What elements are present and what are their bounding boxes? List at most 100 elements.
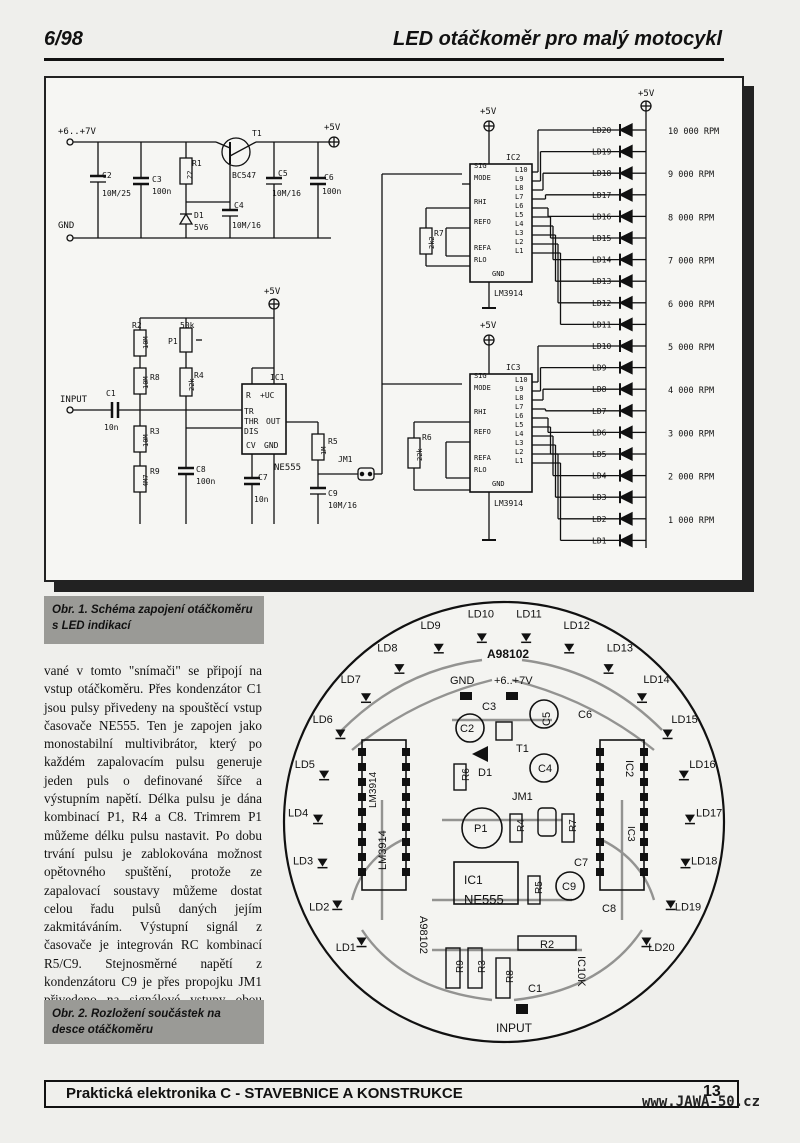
plus5v-label-leds: +5V: [638, 89, 655, 99]
c5-value: 10M/16: [272, 189, 301, 198]
pcb-c1: C1: [528, 983, 542, 995]
led-symbol: [618, 511, 633, 526]
ic3-right-pin: L2: [515, 448, 523, 456]
r2-value: 10M: [142, 336, 150, 349]
ic1-ref: IC1: [270, 373, 285, 382]
r7-ref: R7: [434, 229, 444, 238]
led-label: LD16: [592, 212, 611, 221]
ic3-right-pin: L1: [515, 457, 523, 465]
led-label: LD5: [592, 450, 607, 459]
ic1-pin-out: OUT: [266, 417, 281, 426]
footer-page-number: 13: [703, 1083, 721, 1100]
pcb-led-label: LD11: [516, 608, 541, 620]
ic2-right-pin: L5: [515, 211, 523, 219]
pcb-gnd-label: GND: [450, 675, 475, 687]
figure-2-caption: Obr. 2. Rozložení součástek na desce otá…: [44, 1000, 264, 1044]
pcb-led-symbol: [433, 643, 444, 652]
t1-ref: T1: [252, 129, 262, 138]
pcb-supply-label: +6..+7V: [494, 675, 533, 687]
ic-pad: [402, 763, 410, 771]
plus5v-label-ic2: +5V: [480, 107, 497, 117]
pcb-t1: T1: [516, 743, 529, 755]
pcb-led-symbol: [361, 693, 372, 702]
r7-value: 2k2: [428, 236, 436, 249]
ic-pad: [402, 748, 410, 756]
ic3-left-pin: REFO: [474, 428, 491, 436]
c6-ref: C6: [324, 173, 334, 182]
ic2-right-pin: L10: [515, 166, 528, 174]
pcb-led-label: LD5: [295, 759, 315, 771]
pcb-ne555: NE555: [464, 892, 504, 907]
led-label: LD6: [592, 428, 607, 437]
pcb-led-symbol: [319, 770, 330, 779]
schematic-diagram: +6..+7V +5V GND C2 10M/25 C3 100n R1 22 …: [58, 89, 719, 548]
led-label: LD15: [592, 234, 611, 243]
pcb-led-symbol: [564, 643, 575, 652]
ic3-section: +5V IC3 LM3914 R6 22k: [407, 321, 533, 541]
pcb-led-label: LD16: [689, 759, 715, 771]
led-symbol: [618, 490, 633, 505]
pcb-led-symbol: [603, 664, 614, 673]
supply-section: +6..+7V +5V GND C2 10M/25 C3 100n R1 22 …: [58, 123, 341, 242]
pcb-led-label: LD17: [696, 807, 722, 819]
pcb-c2: C2: [460, 723, 474, 735]
pcb-led-label: LD7: [341, 674, 361, 686]
ic1-pin-cv: CV: [246, 441, 256, 450]
rpm-label: 8 000 RPM: [668, 213, 714, 223]
pcb-c5: C5: [541, 712, 553, 726]
ic1-pin-dis: DIS: [244, 427, 259, 436]
ic-pad: [596, 838, 604, 846]
led-label: LD9: [592, 364, 607, 373]
rpm-label: 5 000 RPM: [668, 343, 714, 353]
c2-ref: C2: [102, 171, 112, 180]
led-symbol: [618, 295, 633, 310]
input-label: INPUT: [60, 395, 88, 405]
schematic-figure: +6..+7V +5V GND C2 10M/25 C3 100n R1 22 …: [44, 76, 754, 592]
pcb-led-symbol: [665, 900, 676, 909]
ic3-left-pin: RHI: [474, 408, 487, 416]
ic1-pin-thr: THR: [244, 417, 259, 426]
ic3-right-pin: L9: [515, 385, 523, 393]
pcb-c6: C6: [578, 709, 592, 721]
ic-pad: [596, 823, 604, 831]
r6-ref: R6: [422, 433, 432, 442]
ic2-left-pin: RLO: [474, 256, 487, 264]
pcb-led-symbol: [476, 633, 487, 642]
ic-pad: [358, 763, 366, 771]
pcb-board-id: A98102: [487, 647, 529, 661]
led-symbol: [618, 166, 633, 181]
r5-value: 1M: [320, 447, 328, 455]
led-label: LD14: [592, 256, 611, 265]
footer-url: www.JAWA-50.cz: [642, 1094, 761, 1110]
header-rule: [44, 58, 724, 61]
pcb-r5: R5: [534, 881, 545, 894]
pcb-led-symbol: [332, 900, 343, 909]
ic2-right-pin: L3: [515, 229, 523, 237]
led-symbol: [618, 360, 633, 375]
ic3-left-pin: RLO: [474, 466, 487, 474]
ic-pad: [358, 868, 366, 876]
r5-ref: R5: [328, 437, 338, 446]
c5-ref: C5: [278, 169, 288, 178]
ic2-right-pin: L7: [515, 193, 523, 201]
led-label: LD3: [592, 493, 607, 502]
ic3-right-pin: L5: [515, 421, 523, 429]
led-label: LD7: [592, 407, 607, 416]
pcb-c7: C7: [574, 857, 588, 869]
r3-ref: R3: [150, 427, 160, 436]
pcb-r7: R7: [568, 819, 579, 832]
pcb-ic1: IC1: [464, 873, 483, 887]
pcb-led-label: LD9: [420, 620, 440, 632]
c8-ref: C8: [196, 465, 206, 474]
pcb-led-label: LD13: [607, 642, 633, 654]
ic-pad: [596, 853, 604, 861]
led-symbol: [618, 252, 633, 267]
rpm-label: 7 000 RPM: [668, 257, 714, 267]
pcb-led-symbol: [521, 633, 532, 642]
ic-pad: [596, 763, 604, 771]
c4-value: 10M/16: [232, 221, 261, 230]
ic-pad: [358, 778, 366, 786]
led-symbol: [618, 274, 633, 289]
r1-value: 22: [186, 171, 194, 179]
ic3-right-pin: L6: [515, 412, 523, 420]
